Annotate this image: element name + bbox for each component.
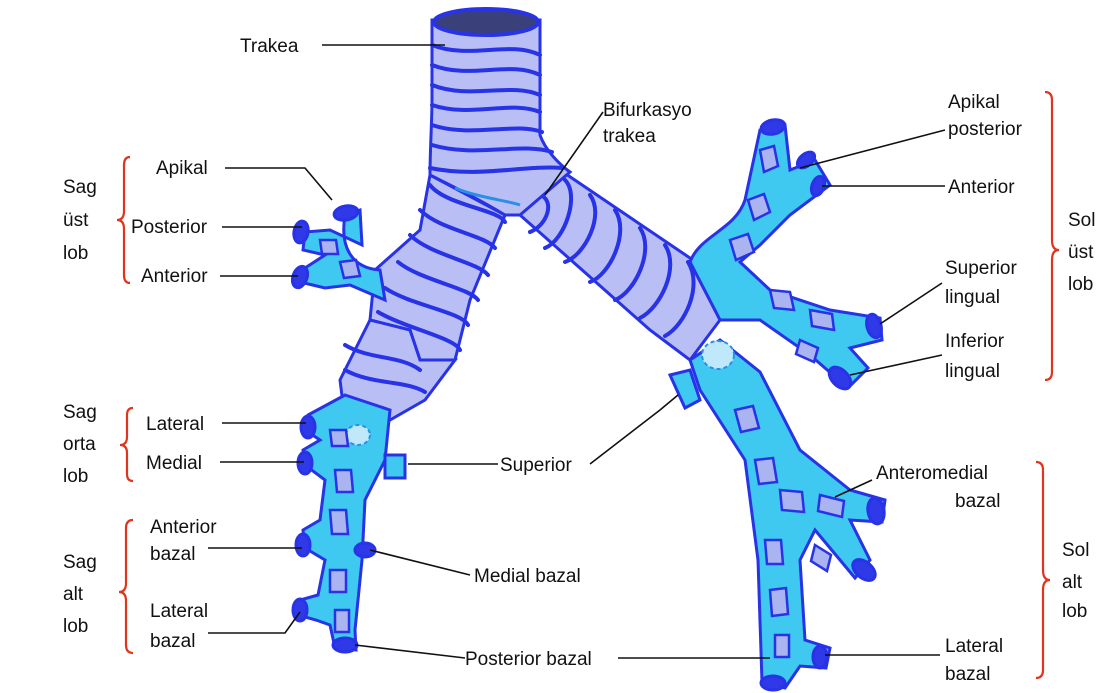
label-right-middle-group-3: lob (63, 466, 88, 487)
label-left-lower-group-1: Sol (1062, 540, 1089, 561)
label-left-lower-group-2: alt (1062, 572, 1083, 593)
label-right-anterior: Anterior (141, 266, 208, 287)
left-lower-lobe-bronchi (670, 340, 886, 690)
label-left-inferior-lingual-2: lingual (945, 361, 1000, 382)
label-left-apikal-posterior-1: Apikal (948, 92, 1000, 113)
label-right-middle-group-2: orta (63, 434, 96, 455)
label-trachea: Trakea (240, 36, 299, 57)
label-superior: Superior (500, 455, 572, 476)
label-left-anteromedial-bazal-1: Anteromedial (876, 463, 988, 484)
label-bifurcation-line1: Bifurkasyo (603, 100, 692, 121)
trachea (430, 9, 570, 215)
brace-right-middle-lobe (120, 408, 133, 481)
label-right-lateral-bazal-1: Lateral (150, 601, 208, 622)
brace-left-upper-lobe (1045, 92, 1059, 380)
label-left-upper-group-1: Sol (1068, 210, 1095, 231)
label-right-lower-group-2: alt (63, 584, 84, 605)
label-right-upper-group-1: Sag (63, 177, 97, 198)
label-right-posterior: Posterior (131, 217, 208, 238)
label-left-anteromedial-bazal-2: bazal (955, 491, 1000, 512)
label-right-upper-group-2: üst (63, 210, 89, 231)
label-posterior-bazal: Posterior bazal (465, 649, 592, 670)
label-right-lateral: Lateral (146, 414, 204, 435)
label-left-inferior-lingual-1: Inferior (945, 331, 1005, 352)
right-upper-lobe-bronchi (290, 204, 385, 300)
right-middle-lower-bronchi (293, 320, 455, 652)
label-left-apikal-posterior-2: posterior (948, 119, 1023, 140)
brace-left-lower-lobe (1036, 462, 1050, 678)
label-right-apikal: Apikal (156, 158, 208, 179)
label-bifurcation-line2: trakea (603, 126, 656, 147)
label-left-lateral-bazal-1: Lateral (945, 636, 1003, 657)
label-left-anterior: Anterior (948, 177, 1015, 198)
label-right-lower-group-1: Sag (63, 552, 97, 573)
label-right-anterior-bazal-1: Anterior (150, 517, 217, 538)
label-right-middle-group-1: Sag (63, 402, 97, 423)
label-left-superior-lingual-2: lingual (945, 287, 1000, 308)
label-left-upper-group-2: üst (1068, 242, 1094, 263)
bronchial-tree-illustration (290, 9, 886, 690)
label-left-lower-group-3: lob (1062, 601, 1087, 622)
label-left-lateral-bazal-2: bazal (945, 664, 990, 685)
diagram-labels: Trakea Bifurkasyo trakea Sag üst lob Api… (63, 36, 1095, 685)
label-right-medial: Medial (146, 453, 202, 474)
label-right-lateral-bazal-2: bazal (150, 631, 195, 652)
brace-right-upper-lobe (117, 157, 130, 283)
label-medial-bazal: Medial bazal (474, 566, 581, 587)
label-right-anterior-bazal-2: bazal (150, 544, 195, 565)
group-braces (117, 92, 1059, 678)
label-right-lower-group-3: lob (63, 616, 88, 637)
label-left-upper-group-3: lob (1068, 274, 1093, 295)
brace-right-lower-lobe (119, 520, 133, 653)
label-right-upper-group-3: lob (63, 243, 88, 264)
label-left-superior-lingual-1: Superior (945, 258, 1017, 279)
